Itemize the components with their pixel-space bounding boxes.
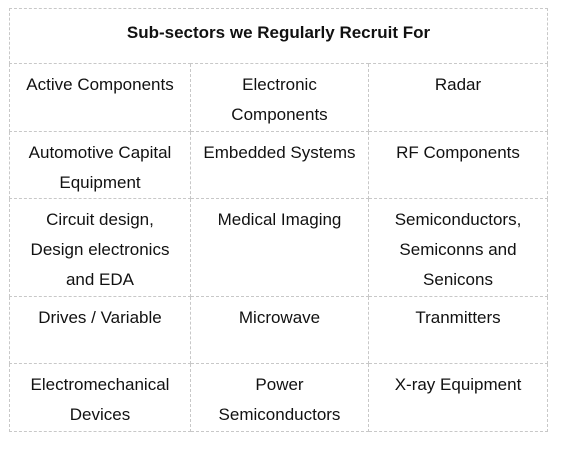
table-cell: Semiconductors, Semiconns and Senicons bbox=[367, 198, 549, 297]
table-row: Automotive Capital Equipment Embedded Sy… bbox=[9, 131, 549, 199]
table-cell: Medical Imaging bbox=[190, 198, 369, 297]
table-row: Active Components Electronic Components … bbox=[9, 63, 549, 132]
table-cell: Drives / Variable bbox=[9, 296, 191, 364]
table-cell: Radar bbox=[367, 63, 549, 132]
table-cell: Electromechanical Devices bbox=[9, 363, 191, 432]
table-row: Electromechanical Devices Power Semicond… bbox=[9, 363, 549, 432]
table-cell: Microwave bbox=[190, 296, 369, 364]
table-cell: RF Components bbox=[367, 131, 549, 199]
table-cell: X-ray Equipment bbox=[367, 363, 549, 432]
sub-sectors-table: Sub-sectors we Regularly Recruit For Act… bbox=[8, 8, 549, 432]
table-cell: Active Components bbox=[9, 63, 191, 132]
table-title: Sub-sectors we Regularly Recruit For bbox=[8, 8, 549, 64]
table-cell: Electronic Components bbox=[190, 63, 369, 132]
table-row: Drives / Variable Microwave Tranmitters bbox=[9, 296, 549, 364]
table-row: Circuit design, Design electronics and E… bbox=[9, 198, 549, 297]
table-cell: Power Semiconductors bbox=[190, 363, 369, 432]
table-title-row: Sub-sectors we Regularly Recruit For bbox=[8, 8, 549, 64]
table-cell: Tranmitters bbox=[367, 296, 549, 364]
table-cell: Automotive Capital Equipment bbox=[9, 131, 191, 199]
table-cell: Circuit design, Design electronics and E… bbox=[9, 198, 191, 297]
table-cell: Embedded Systems bbox=[190, 131, 369, 199]
